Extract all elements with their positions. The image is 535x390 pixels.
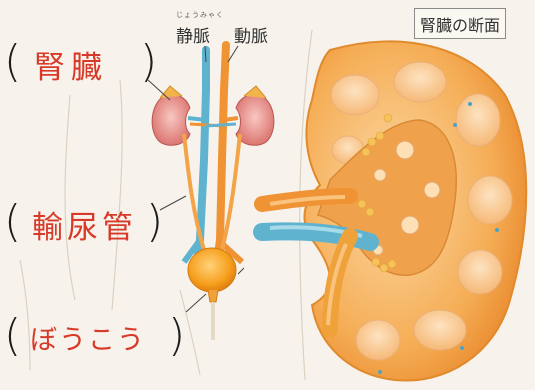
artery-label: 動脈: [234, 22, 268, 47]
open-paren-kidney: (: [4, 36, 21, 87]
close-paren-bladder: ): [168, 310, 185, 361]
leader-lines: [148, 46, 330, 334]
close-paren-kidney: ): [140, 36, 157, 87]
vein-label: 静脈: [176, 22, 210, 47]
answer-ureter: 輸尿管: [32, 202, 137, 247]
open-paren-ureter: (: [4, 196, 21, 247]
answer-bladder: ぼうこう: [30, 318, 146, 357]
answer-kidney: 腎臓: [34, 42, 108, 87]
section-title: 腎臓の断面: [414, 8, 506, 39]
open-paren-bladder: (: [4, 310, 21, 361]
kidney-cross-section: [262, 41, 526, 380]
close-paren-ureter: ): [146, 196, 163, 247]
urinary-system: [152, 45, 274, 340]
vein-reading: じょうみゃく: [176, 10, 224, 20]
